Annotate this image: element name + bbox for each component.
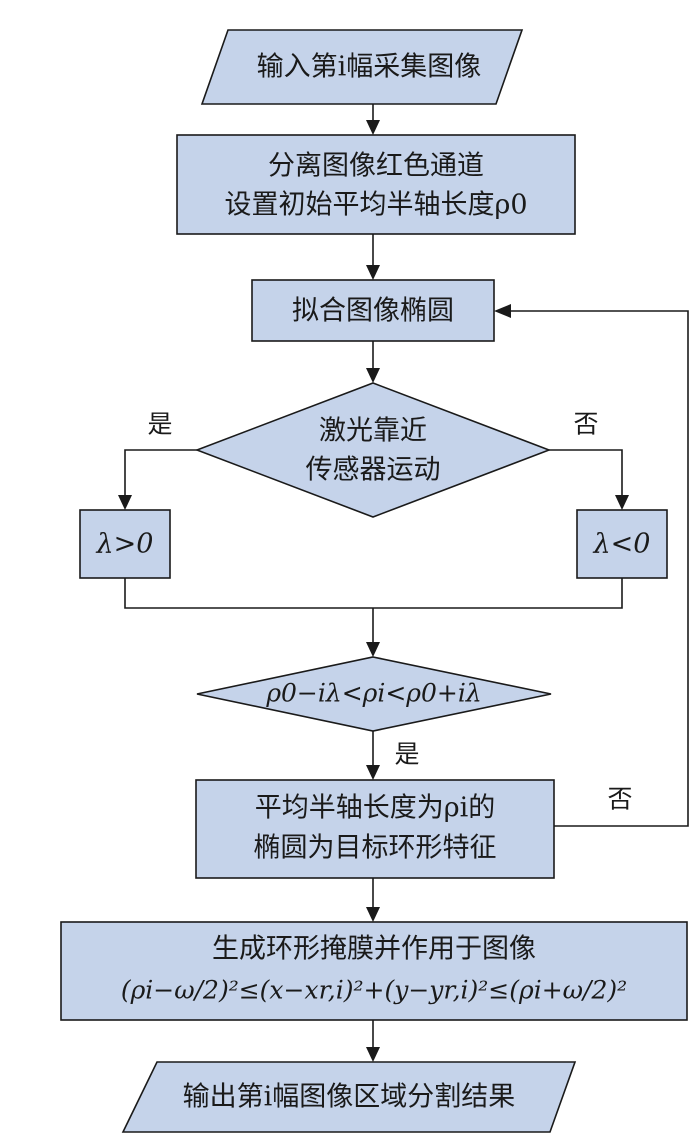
edge-laser-no-to-lambda-negative (549, 449, 629, 510)
edge-separate-to-fit (366, 234, 380, 280)
separate-channel-text-line1: 分离图像红色通道 (268, 151, 484, 182)
target-feature-text-line1: 平均半轴长度为ρi的 (255, 793, 496, 824)
lambda-negative-text: λ<0 (593, 529, 651, 560)
edge-input-to-separate (366, 104, 380, 135)
target-feature-node (195, 779, 555, 879)
edge-target-to-mask (366, 878, 380, 922)
input-image-node (200, 29, 524, 105)
laser-decision-text-line1: 激光靠近 (319, 416, 427, 447)
annular-mask-node (60, 921, 688, 1021)
lambda-positive-node (79, 509, 171, 579)
laser-yes-label: 是 (147, 410, 172, 439)
separate-channel-node (176, 134, 576, 235)
fit-ellipse-text: 拟合图像椭圆 (292, 296, 454, 327)
edge-target-no-loop-to-fit (494, 304, 689, 827)
lambda-positive-text: λ>0 (96, 529, 154, 560)
annular-mask-text-line1: 生成环形掩膜并作用于图像 (212, 934, 536, 965)
edge-lambda-merge-to-range-decision (124, 578, 623, 657)
output-result-node (121, 1061, 577, 1133)
edge-fit-to-laser-decision (366, 341, 380, 383)
annular-mask-formula: (ρi−ω/2)²≤(x−xr,i)²+(y−yr,i)²≤(ρi+ω/2)² (121, 976, 627, 1005)
range-condition-text: ρ0−iλ<ρi<ρ0+iλ (265, 679, 481, 708)
target-feature-text-line2: 椭圆为目标环形特征 (254, 833, 497, 864)
laser-no-label: 否 (573, 410, 598, 439)
lambda-negative-node (576, 509, 668, 579)
range-yes-label: 是 (394, 740, 419, 769)
target-no-label: 否 (607, 785, 632, 814)
edge-laser-yes-to-lambda-positive (118, 449, 197, 510)
edge-range-yes-to-target (366, 731, 380, 780)
separate-channel-text-line2: 设置初始平均半轴长度ρ0 (224, 190, 527, 221)
edge-mask-to-output (366, 1020, 380, 1062)
laser-decision-text-line2: 传感器运动 (306, 455, 441, 486)
input-image-text: 输入第i幅采集图像 (257, 52, 482, 83)
laser-direction-decision (194, 382, 552, 518)
output-result-text: 输出第i幅图像区域分割结果 (183, 1082, 516, 1113)
